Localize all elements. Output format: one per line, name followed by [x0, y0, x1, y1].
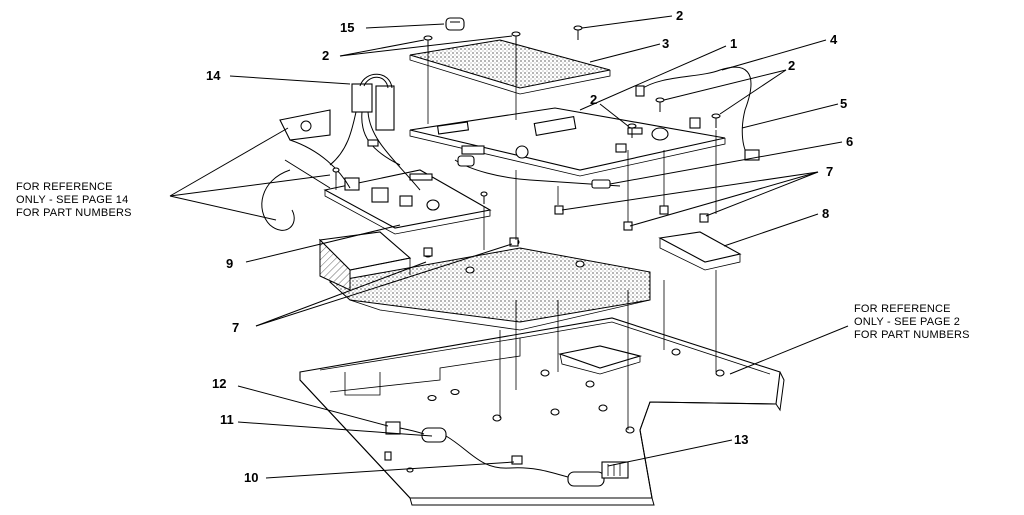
- reference-note-left: FOR REFERENCE ONLY - SEE PAGE 14 FOR PAR…: [16, 181, 132, 219]
- ferrite-cable-6: [454, 155, 621, 189]
- note-line: ONLY - SEE PAGE 14: [16, 194, 128, 206]
- alignment-lines: [335, 46, 717, 430]
- callout-1: 1: [730, 36, 737, 51]
- reference-note-right: FOR REFERENCE ONLY - SEE PAGE 2 FOR PART…: [854, 303, 970, 341]
- connector-harness: [329, 73, 421, 191]
- callout-labels: 15 2 2 3 1 4 2 14 2 5 6 7 8 9 7 12 11 13…: [206, 8, 853, 485]
- note-line: FOR PART NUMBERS: [854, 329, 970, 341]
- callout-9: 9: [226, 256, 233, 271]
- callout-8: 8: [822, 206, 829, 221]
- callout-13: 13: [734, 432, 748, 447]
- callout-2: 2: [788, 58, 795, 73]
- cable-4: [635, 66, 760, 161]
- callout-11: 11: [220, 412, 234, 427]
- base-tray: [299, 317, 785, 506]
- callout-10: 10: [244, 470, 258, 485]
- note-line: FOR PART NUMBERS: [16, 207, 132, 219]
- callout-12: 12: [212, 376, 226, 391]
- left-reference-bracket: [261, 109, 351, 231]
- left-circuit-board: [284, 159, 492, 235]
- top-shield-plate: [409, 39, 611, 95]
- bracket-8: [658, 231, 742, 271]
- callout-4: 4: [830, 32, 838, 47]
- note-line: FOR REFERENCE: [854, 303, 951, 315]
- tray-standoffs: [406, 348, 725, 473]
- callout-6: 6: [846, 134, 853, 149]
- main-board: [409, 107, 726, 177]
- callout-15: 15: [340, 20, 354, 35]
- callout-2: 2: [322, 48, 329, 63]
- callout-7: 7: [826, 164, 833, 179]
- callout-3: 3: [662, 36, 669, 51]
- callout-2: 2: [676, 8, 683, 23]
- spacers-7: [423, 205, 709, 257]
- callout-5: 5: [840, 96, 847, 111]
- callout-14: 14: [206, 68, 221, 83]
- clip-15: [445, 17, 465, 31]
- callout-2: 2: [590, 92, 597, 107]
- note-line: FOR REFERENCE: [16, 181, 113, 193]
- screws-2: [332, 25, 721, 204]
- callout-7: 7: [232, 320, 239, 335]
- note-line: ONLY - SEE PAGE 2: [854, 316, 960, 328]
- leader-lines: [169, 15, 849, 479]
- mounting-plate: [318, 231, 651, 331]
